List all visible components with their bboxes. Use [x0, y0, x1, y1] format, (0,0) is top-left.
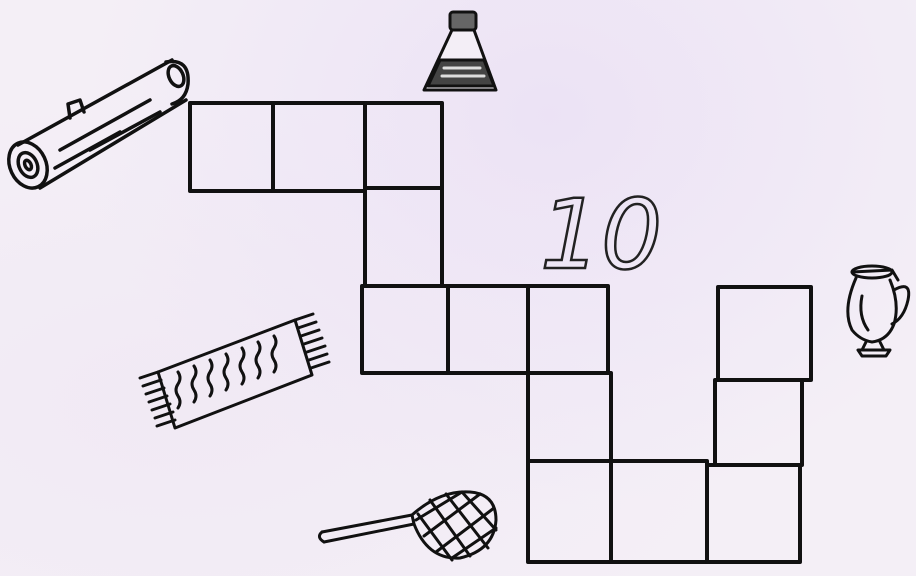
grid-cell[interactable] — [528, 461, 611, 562]
grid-cell[interactable] — [273, 103, 365, 191]
grid-cell[interactable] — [715, 380, 802, 465]
grid-cell[interactable] — [528, 286, 608, 373]
puzzle-number: 10 — [540, 179, 662, 291]
crossword-grid — [190, 103, 811, 562]
grid-cell[interactable] — [448, 286, 528, 373]
grid-cell[interactable] — [365, 188, 442, 286]
grid-cell[interactable] — [190, 103, 273, 191]
jug-icon — [848, 266, 909, 356]
bottle-icon — [424, 12, 496, 90]
grid-cell[interactable] — [611, 461, 707, 562]
log-icon — [2, 60, 189, 194]
net-icon — [319, 492, 496, 560]
grid-cell[interactable] — [707, 465, 800, 562]
grid-cell[interactable] — [528, 373, 611, 461]
grid-cell[interactable] — [362, 286, 448, 373]
rug-icon — [140, 314, 329, 428]
grid-cell[interactable] — [718, 287, 811, 380]
grid-cell[interactable] — [365, 103, 442, 188]
